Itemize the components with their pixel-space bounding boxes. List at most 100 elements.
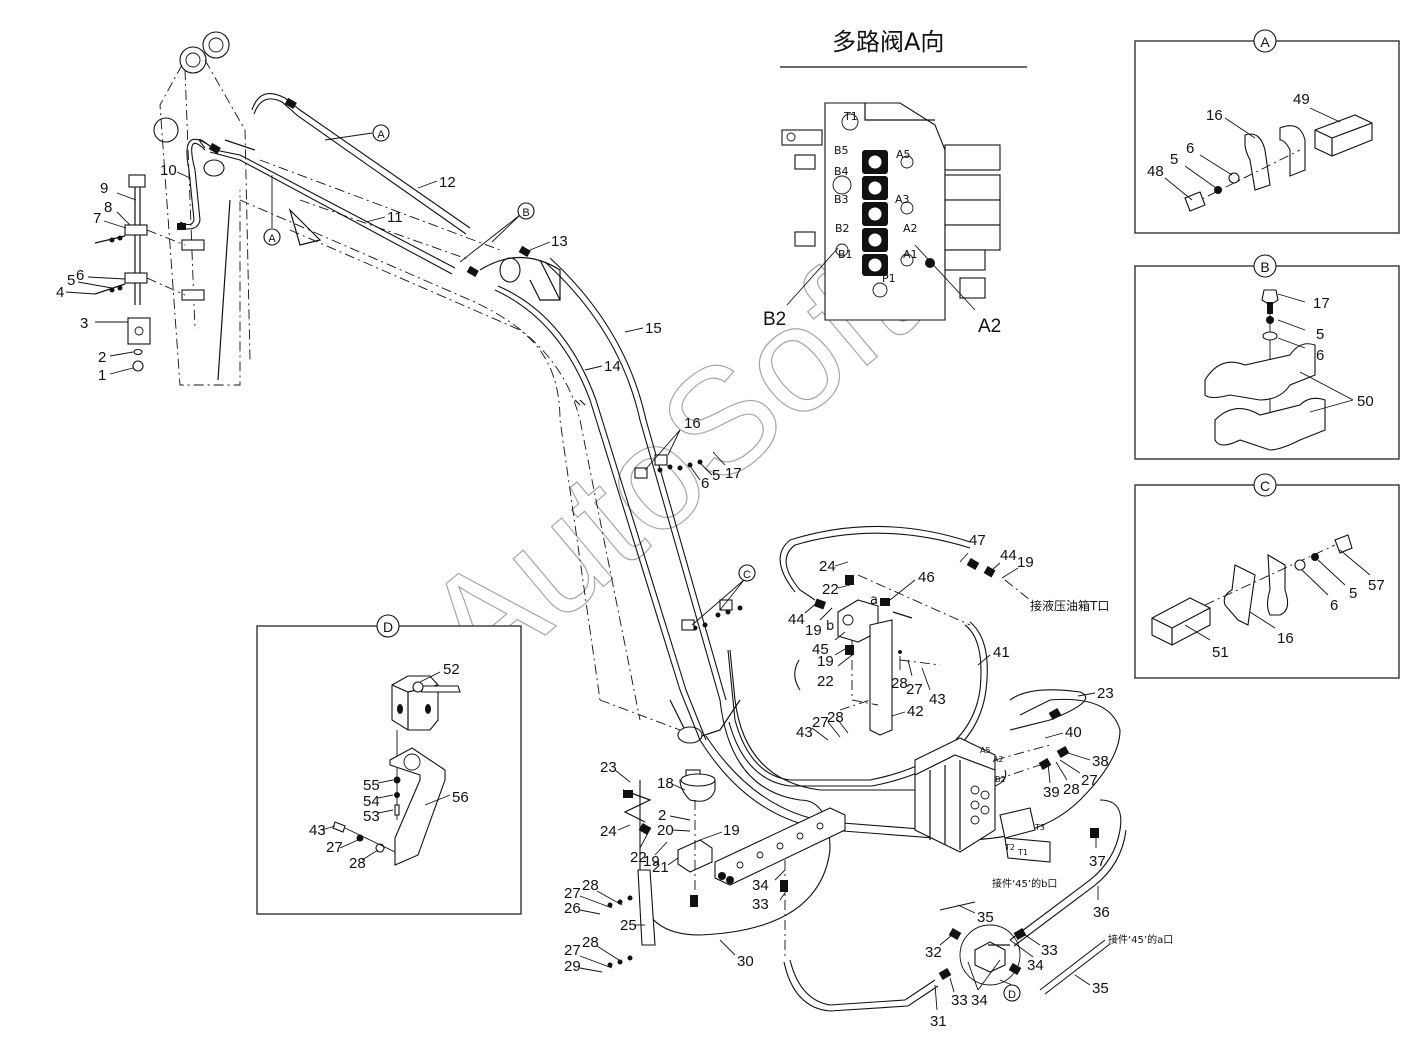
accumulator-group <box>607 769 846 968</box>
callout-36: 36 <box>1093 886 1110 921</box>
callout-30: 30 <box>719 939 754 970</box>
callout-19b: 19 <box>643 841 668 870</box>
diverter-valve-group: a b <box>794 574 971 736</box>
label-2: 2 <box>98 349 106 366</box>
port-label-T1-low: T1 <box>1017 848 1028 857</box>
callout-21: 21 <box>652 857 679 876</box>
valve-view-title: 多路阀A向 <box>832 28 944 56</box>
callout-42: 42 <box>891 703 924 720</box>
svg-text:49: 49 <box>1293 91 1310 108</box>
svg-text:16: 16 <box>1206 107 1223 124</box>
control-valve-view: 多路阀A向 T1 B5 A5 B4 B3 <box>763 28 1027 337</box>
label-22: 22 <box>630 849 647 866</box>
callout-46: 46 <box>889 569 935 601</box>
detail-D-callout-55: 55 <box>363 777 394 794</box>
label-44: 44 <box>788 611 805 628</box>
callout-14: 14 <box>584 358 621 375</box>
label-29: 29 <box>564 958 581 975</box>
label-28-valve: 28 <box>1063 781 1080 798</box>
label-27-valve: 27 <box>1081 772 1098 789</box>
label-27-brk: 27 <box>564 885 581 902</box>
svg-text:A: A <box>268 233 276 245</box>
callout-20: 20 <box>657 822 691 839</box>
callout-27e: 27 <box>564 942 613 969</box>
label-23: 23 <box>600 759 617 776</box>
callout-45: 45 <box>812 631 846 658</box>
callout-31: 31 <box>930 984 947 1030</box>
label-32: 32 <box>925 944 942 961</box>
label-40: 40 <box>1065 724 1082 741</box>
label-26: 26 <box>564 900 581 917</box>
svg-text:55: 55 <box>363 777 380 794</box>
callout-13: 13 <box>529 233 568 251</box>
detail-B-callout-50: 50 <box>1299 371 1374 413</box>
callout-3: 3 <box>80 315 128 332</box>
detail-B-callout-17: 17 <box>1277 293 1330 312</box>
detail-view-B: B 17 5 6 50 <box>1134 254 1400 460</box>
detail-A-callout-49: 49 <box>1293 91 1341 123</box>
port-label-A1: A1 <box>903 248 918 261</box>
label-33-block: 33 <box>752 896 769 913</box>
svg-text:5: 5 <box>1349 585 1357 602</box>
callout-B2: B2 <box>763 309 786 330</box>
label-35-right: 35 <box>1092 980 1109 997</box>
label-43-div: 43 <box>929 691 946 708</box>
callout-2b: 2 <box>658 807 691 824</box>
label-9: 9 <box>100 180 108 197</box>
label-19-tank: 19 <box>1017 554 1034 571</box>
callout-18: 18 <box>657 775 686 792</box>
label-28-brk-low: 28 <box>582 934 599 951</box>
boom-assembly <box>153 31 741 744</box>
detail-A-callout-48: 48 <box>1147 163 1193 201</box>
detail-A-title: A <box>1260 34 1270 50</box>
svg-text:57: 57 <box>1368 577 1385 594</box>
svg-text:53: 53 <box>363 808 380 825</box>
detail-view-A: A 49 16 6 48 5 <box>1134 29 1400 234</box>
callout-28a: 28 <box>891 656 908 692</box>
port-label-B4: B4 <box>834 165 849 178</box>
callout-22c: 22 <box>817 654 853 690</box>
svg-text:B: B <box>522 207 529 219</box>
callout-1: 1 <box>98 367 134 384</box>
label-16: 16 <box>684 415 701 432</box>
svg-text:6: 6 <box>1330 597 1338 614</box>
label-12: 12 <box>439 174 456 191</box>
port-label-A3: A3 <box>895 193 910 206</box>
callout-7: 7 <box>93 210 127 229</box>
callout-25: 25 <box>620 917 645 934</box>
label-27-div: 27 <box>906 681 923 698</box>
svg-text:48: 48 <box>1147 163 1164 180</box>
callout-37: 37 <box>1089 832 1106 870</box>
detail-D-callout-52: 52 <box>419 661 460 683</box>
callout-33a: 33 <box>1024 934 1058 959</box>
callout-6b: 6 <box>689 465 709 492</box>
label-13: 13 <box>551 233 568 250</box>
callout-28d: 28 <box>582 877 623 906</box>
marker-A-lower: A <box>263 175 281 246</box>
callout-A2: A2 <box>978 316 1001 337</box>
detail-A-callout-5: 5 <box>1170 151 1217 189</box>
label-19-div: 19 <box>805 622 822 639</box>
detail-D-callout-54: 54 <box>363 793 394 810</box>
svg-text:54: 54 <box>363 793 380 810</box>
label-39: 39 <box>1043 784 1060 801</box>
label-25: 25 <box>620 917 637 934</box>
callout-15: 15 <box>624 320 662 337</box>
callout-22b: 22 <box>822 581 851 598</box>
label-35: 35 <box>977 909 994 926</box>
svg-text:A: A <box>377 129 385 141</box>
svg-text:52: 52 <box>443 661 460 678</box>
svg-text:27: 27 <box>326 839 343 856</box>
callout-44b: 44 <box>991 547 1017 571</box>
callout-19d: 19 <box>1001 554 1034 579</box>
note-to-tank: 接液压油箱T口 <box>1030 598 1109 613</box>
label-18: 18 <box>657 775 674 792</box>
part-callouts: 1 2 3 4 5 6 7 8 9 10 11 12 13 14 15 16 5… <box>56 162 1114 1030</box>
detail-C-callout-16: 16 <box>1249 611 1294 647</box>
detail-B-callout-6: 6 <box>1277 337 1324 364</box>
label-24-div: 24 <box>819 558 836 575</box>
label-4: 4 <box>56 284 64 301</box>
callout-28c: 28 <box>1055 761 1080 798</box>
label-28-div: 28 <box>891 675 908 692</box>
